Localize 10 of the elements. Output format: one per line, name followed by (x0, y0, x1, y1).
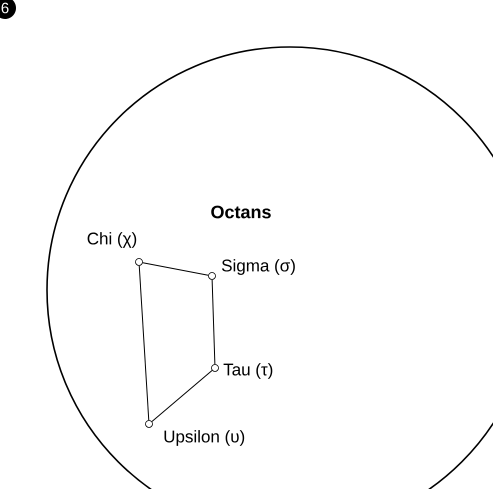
number-badge: 6 (0, 0, 16, 19)
star-label: Sigma (σ) (222, 259, 295, 275)
star-label: Tau (τ) (224, 363, 272, 379)
star-label: Upsilon (υ) (164, 430, 244, 446)
constellation-line (151, 370, 213, 422)
star-label: Chi (χ) (88, 232, 136, 248)
constellation-line (138, 265, 150, 421)
constellation-title: Octans (211, 206, 271, 218)
constellation-line (142, 262, 209, 276)
constellation-line (212, 279, 216, 365)
